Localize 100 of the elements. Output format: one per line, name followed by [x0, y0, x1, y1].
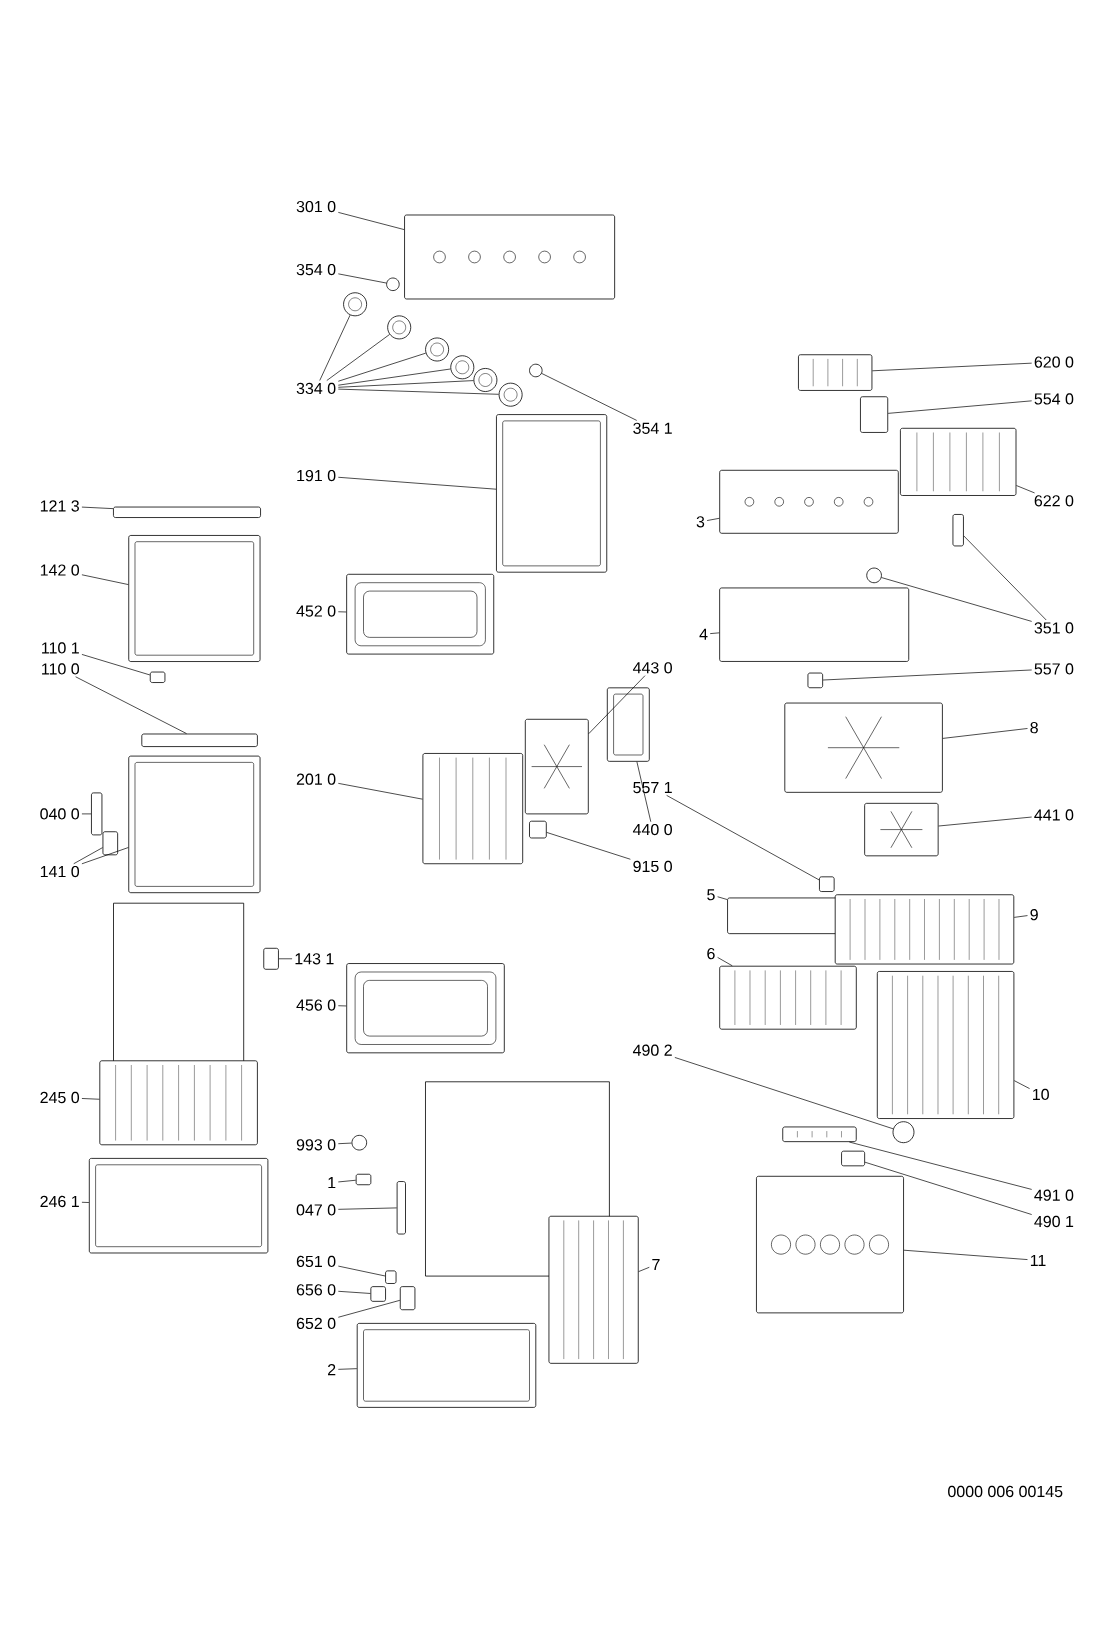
leader-line	[717, 957, 733, 967]
side-panel-drawing	[548, 1215, 639, 1364]
inner-door-drawing	[128, 755, 261, 894]
clip-drawing	[355, 1173, 372, 1186]
leader-line	[881, 577, 1033, 622]
leader-line	[337, 1179, 357, 1183]
leader-line	[319, 314, 351, 381]
terminal-block-drawing	[798, 354, 873, 391]
bracket-drawing	[719, 965, 857, 1030]
callout-number: 351 0	[1034, 622, 1074, 634]
callout-number: 8	[1030, 722, 1038, 734]
knob-drawing	[387, 315, 412, 340]
door-strip-drawing	[113, 506, 261, 518]
rear-panel-drawing	[756, 1175, 904, 1314]
cap-drawing	[892, 1121, 915, 1144]
leader-line	[337, 1265, 386, 1277]
oven-rack-drawing	[99, 1060, 258, 1146]
callout-number: 141 0	[40, 865, 80, 878]
leader-line	[81, 813, 92, 815]
callout-number: 557 1	[633, 782, 672, 794]
callout-number: 490 1	[1034, 1215, 1074, 1228]
knob-drawing	[425, 337, 450, 362]
fan-cover-drawing	[422, 753, 524, 865]
knob-drawing	[866, 567, 882, 584]
knob-drawing	[450, 355, 475, 380]
callout-number: 5	[707, 889, 715, 901]
callout-number: 110 0	[42, 663, 80, 675]
callout-number: 620 0	[1034, 356, 1074, 368]
callout-number: 7	[652, 1259, 660, 1271]
knob-drawing	[386, 277, 400, 291]
baking-tray-drawing	[88, 1158, 269, 1254]
hinge-part-drawing	[91, 792, 103, 836]
nut-drawing	[529, 820, 547, 839]
leader-line	[81, 654, 151, 676]
hinge-bracket-drawing	[102, 831, 119, 856]
callout-number: 993 0	[296, 1139, 336, 1151]
callout-number: 1	[328, 1177, 336, 1189]
leader-line	[337, 1142, 352, 1145]
cover-plate-drawing	[719, 587, 910, 662]
fan-motor-drawing	[606, 687, 650, 762]
callout-number: 622 0	[1034, 495, 1074, 507]
callout-number: 354 1	[633, 422, 672, 434]
knob-drawing	[498, 382, 523, 407]
callout-number: 143 1	[295, 953, 334, 965]
callout-number: 245 0	[40, 1091, 80, 1104]
callout-number: 441 0	[1034, 809, 1074, 821]
switch-drawing	[900, 427, 1017, 496]
leader-line	[872, 362, 1033, 372]
leader-line	[541, 373, 638, 421]
clip-drawing	[263, 947, 279, 970]
leader-line	[1013, 915, 1028, 918]
door-seal-drawing	[496, 414, 608, 573]
callout-number: 11	[1030, 1254, 1046, 1266]
lamp-part-drawing	[370, 1286, 386, 1302]
fan-housing-drawing	[784, 702, 943, 793]
callout-number: 3	[696, 516, 705, 528]
leader-line	[337, 1290, 371, 1294]
callout-number: 490 2	[632, 1044, 672, 1056]
drawing-number: 0000 006 00145	[948, 1485, 1063, 1498]
leader-line	[337, 1005, 347, 1007]
leader-line	[337, 1207, 398, 1210]
leader-line	[73, 847, 103, 865]
callout-number: 040 0	[40, 808, 80, 820]
callout-number: 915 0	[633, 860, 672, 873]
callout-number: 9	[1030, 909, 1038, 921]
callout-number: 121 3	[40, 500, 79, 512]
callout-number: 191 0	[297, 469, 336, 482]
door-glass-drawing	[128, 535, 261, 662]
leader-line	[666, 795, 820, 881]
callout-number: 656 0	[296, 1284, 336, 1296]
leader-line	[822, 669, 1033, 681]
bottom-panel-drawing	[356, 1323, 537, 1408]
leader-line	[337, 1299, 401, 1318]
leader-line	[337, 212, 405, 230]
leader-line	[706, 517, 720, 521]
leader-line	[337, 273, 387, 284]
fan-wheel-drawing	[864, 802, 939, 857]
leader-line	[278, 958, 293, 960]
knob-drawing	[529, 363, 543, 378]
hinge-part-drawing	[149, 671, 166, 683]
leader-line	[887, 400, 1033, 414]
leader-line	[938, 816, 1033, 827]
callout-number: 491 0	[1034, 1189, 1074, 1201]
fan-blade-drawing	[524, 718, 589, 815]
leader-line	[337, 611, 347, 613]
leader-line	[903, 1249, 1028, 1260]
callout-number: 2	[328, 1364, 336, 1376]
connector-drawing	[841, 1150, 866, 1167]
callout-number: 557 0	[1034, 663, 1074, 675]
leader-line	[337, 476, 497, 490]
callout-number: 456 0	[296, 999, 336, 1011]
leader-line	[81, 1201, 90, 1203]
callout-number: 440 0	[632, 823, 672, 836]
leader-line	[674, 1057, 894, 1130]
leader-line	[1013, 1080, 1030, 1089]
callout-number: 4	[699, 628, 708, 640]
leader-line	[337, 380, 474, 388]
callout-number: 301 0	[296, 200, 336, 213]
leader-line	[337, 783, 423, 800]
callout-number: 452 0	[296, 605, 336, 617]
